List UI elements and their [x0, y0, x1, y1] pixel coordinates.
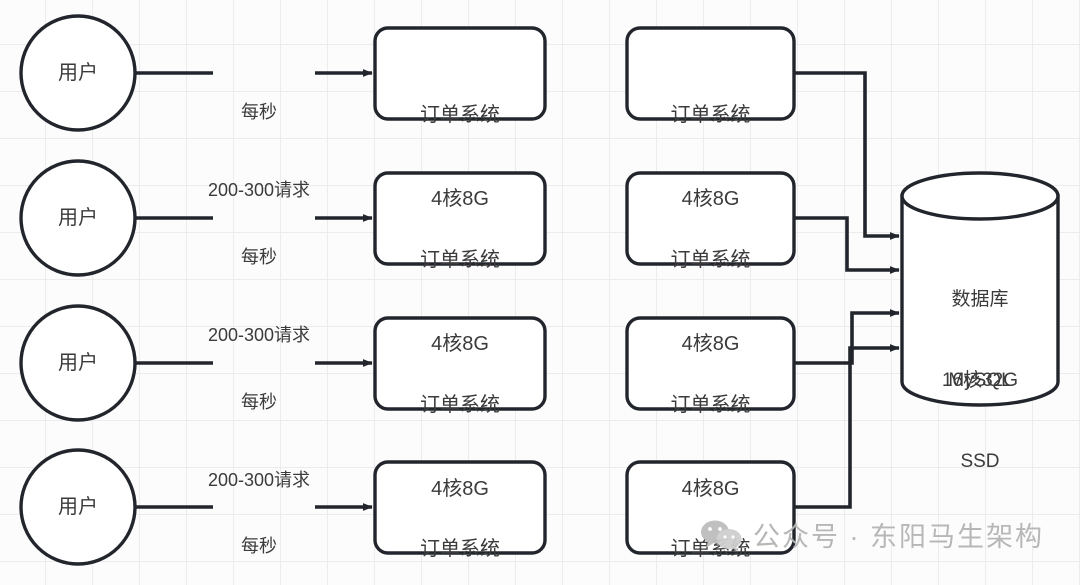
edge-label-1-line1: 每秒	[241, 102, 277, 122]
edge-label-1: 每秒 200-300请求	[174, 47, 344, 255]
edge-label-3-line2: 200-300请求	[207, 470, 311, 490]
edge-label-1-line2: 200-300请求	[207, 180, 311, 200]
edge-label-4: 每秒 200-300请求	[174, 481, 344, 585]
user-circle-2[interactable]	[19, 159, 137, 277]
order-system-box-2[interactable]	[373, 171, 547, 266]
edge-label-2-line2: 200-300请求	[207, 325, 311, 345]
edge-label-2: 每秒 200-300请求	[174, 192, 344, 400]
route-order6-to-database	[794, 216, 900, 274]
edge-label-3: 每秒 200-300请求	[174, 337, 344, 545]
order-system-box-5[interactable]	[625, 26, 796, 121]
database-cylinder[interactable]	[900, 171, 1060, 407]
user-circle-3[interactable]	[19, 304, 137, 422]
order-system-box-3[interactable]	[373, 316, 547, 411]
watermark: 公众号 · 东阳马生架构	[700, 515, 1044, 554]
edge-label-4-line1: 每秒	[241, 536, 277, 556]
database-label-line2: MySQL	[948, 370, 1012, 391]
watermark-text: 公众号 · 东阳马生架构	[753, 522, 1044, 552]
route-order8-to-database	[794, 344, 900, 509]
order-system-box-4[interactable]	[373, 460, 547, 555]
edge-label-3-line1: 每秒	[241, 392, 277, 412]
user-circle-4[interactable]	[19, 448, 137, 566]
order-system-box-7[interactable]	[625, 316, 796, 411]
wechat-icon	[701, 520, 742, 551]
edge-label-2-line1: 每秒	[241, 247, 277, 267]
database-label-top: 数据库 MySQL	[902, 232, 1058, 448]
route-order5-to-database	[794, 71, 900, 240]
database-label-line1: 数据库	[951, 289, 1009, 310]
user-circle-1[interactable]	[19, 14, 137, 132]
route-order7-to-database	[794, 309, 900, 365]
database-label-bottom: 16核32G SSD	[902, 313, 1058, 529]
order-system-box-1[interactable]	[373, 26, 547, 121]
database-label-line3: 16核32G	[941, 370, 1019, 391]
order-system-box-6[interactable]	[625, 171, 796, 266]
database-label-line4: SSD	[960, 451, 1000, 472]
